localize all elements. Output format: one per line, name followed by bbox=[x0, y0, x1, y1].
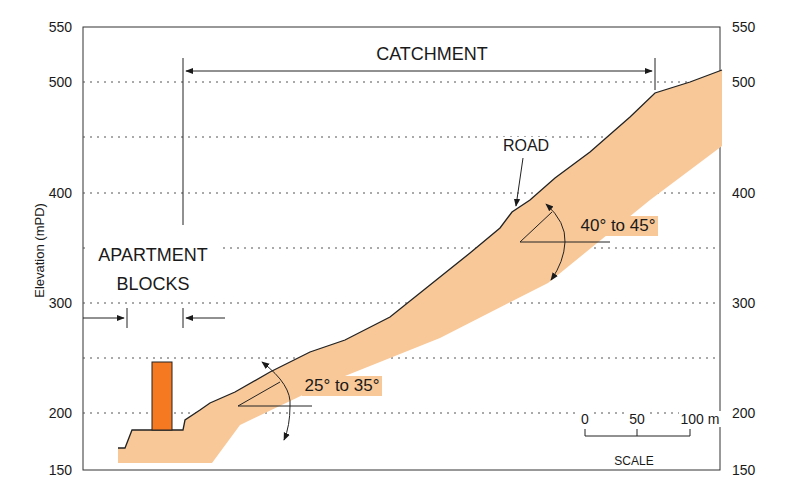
road-label: ROAD bbox=[501, 137, 551, 155]
axis-tick: 150 bbox=[730, 462, 757, 478]
axis-tick: 400 bbox=[47, 185, 74, 201]
axis-tick: 300 bbox=[730, 295, 757, 311]
scale-tick: 0 bbox=[579, 411, 591, 427]
axis-tick: 550 bbox=[730, 19, 757, 35]
scale-tick: 100 m bbox=[679, 411, 722, 427]
axis-tick: 500 bbox=[730, 74, 757, 90]
axis-title: Elevation (mPD) bbox=[33, 201, 48, 300]
angle-label: 25° to 35° bbox=[302, 376, 381, 396]
scale-tick: 50 bbox=[627, 411, 647, 427]
axis-tick: 400 bbox=[730, 185, 757, 201]
axis-tick: 200 bbox=[47, 405, 74, 421]
axis-tick: 150 bbox=[47, 462, 74, 478]
axis-tick: 300 bbox=[47, 295, 74, 311]
building-label: APARTMENT BLOCKS bbox=[86, 241, 220, 299]
axis-tick: 550 bbox=[47, 19, 74, 35]
region-label: CATCHMENT bbox=[374, 44, 490, 65]
angle-label: 40° to 45° bbox=[578, 216, 657, 236]
axis-tick: 500 bbox=[47, 74, 74, 90]
scale-title: SCALE bbox=[612, 455, 655, 469]
axis-tick: 200 bbox=[730, 405, 757, 421]
